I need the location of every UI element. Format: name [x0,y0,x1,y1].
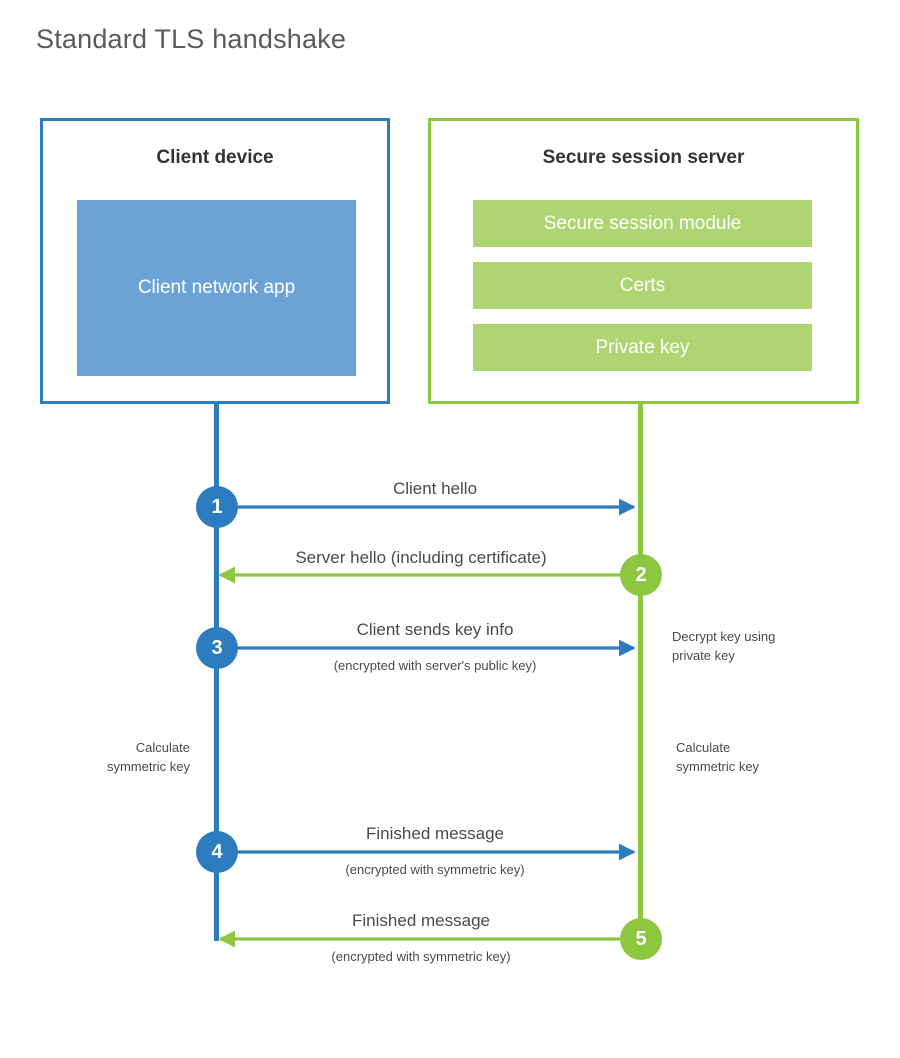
client-lifeline [214,401,219,941]
step-number: 5 [635,927,647,950]
server-component-private-key: Private key [473,324,812,371]
server-component-label: Secure session module [543,212,742,234]
annotation-server-calculate-symmetric-key: Calculate symmetric key [676,739,876,777]
step-marker-1[interactable]: 1 [196,486,238,528]
client-network-app-panel: Client network app [77,200,356,376]
message-label-2: Server hello (including certificate) [295,548,547,567]
client-device-box: Client device Client network app [40,118,390,404]
client-device-title: Client device [156,147,274,168]
secure-session-server-title: Secure session server [542,147,745,168]
secure-session-server-box: Secure session server Secure session mod… [428,118,859,404]
client-network-app-label: Client network app [137,277,296,299]
server-component-label: Certs [619,274,666,296]
message-label-3: Client sends key info [356,620,514,639]
message-label-1: Client hello [392,479,478,498]
annotation-decrypt-key-line1: Decrypt key using [672,629,776,644]
server-lifeline [638,401,643,941]
annotation-server-calculate-line1: Calculate [676,740,731,755]
message-sublabel-5: (encrypted with symmetric key) [331,949,511,964]
annotation-client-calculate-symmetric-key: Calculate symmetric key [0,739,190,777]
step-marker-5[interactable]: 5 [620,918,662,960]
step-number: 3 [211,636,223,659]
annotation-decrypt-key: Decrypt key using private key [672,628,872,666]
page-title: Standard TLS handshake [36,24,347,54]
message-label-5: Finished message [352,911,490,930]
step-number: 4 [211,840,223,863]
annotation-decrypt-key-line2: private key [672,647,735,663]
message-sublabel-4: (encrypted with symmetric key) [345,862,525,877]
annotation-client-calculate-line1: Calculate [135,740,190,755]
step-marker-3[interactable]: 3 [196,627,238,669]
step-marker-2[interactable]: 2 [620,554,662,596]
annotation-client-calculate-line2: symmetric key [106,758,190,774]
message-label-4: Finished message [366,824,504,843]
step-marker-4[interactable]: 4 [196,831,238,873]
message-sublabel-3: (encrypted with server's public key) [333,658,537,673]
step-number: 2 [635,563,647,586]
server-component-label: Private key [595,336,690,358]
server-component-certs: Certs [473,262,812,309]
step-number: 1 [211,495,223,518]
server-component-secure-session-module: Secure session module [473,200,812,247]
annotation-server-calculate-line2: symmetric key [676,758,760,774]
